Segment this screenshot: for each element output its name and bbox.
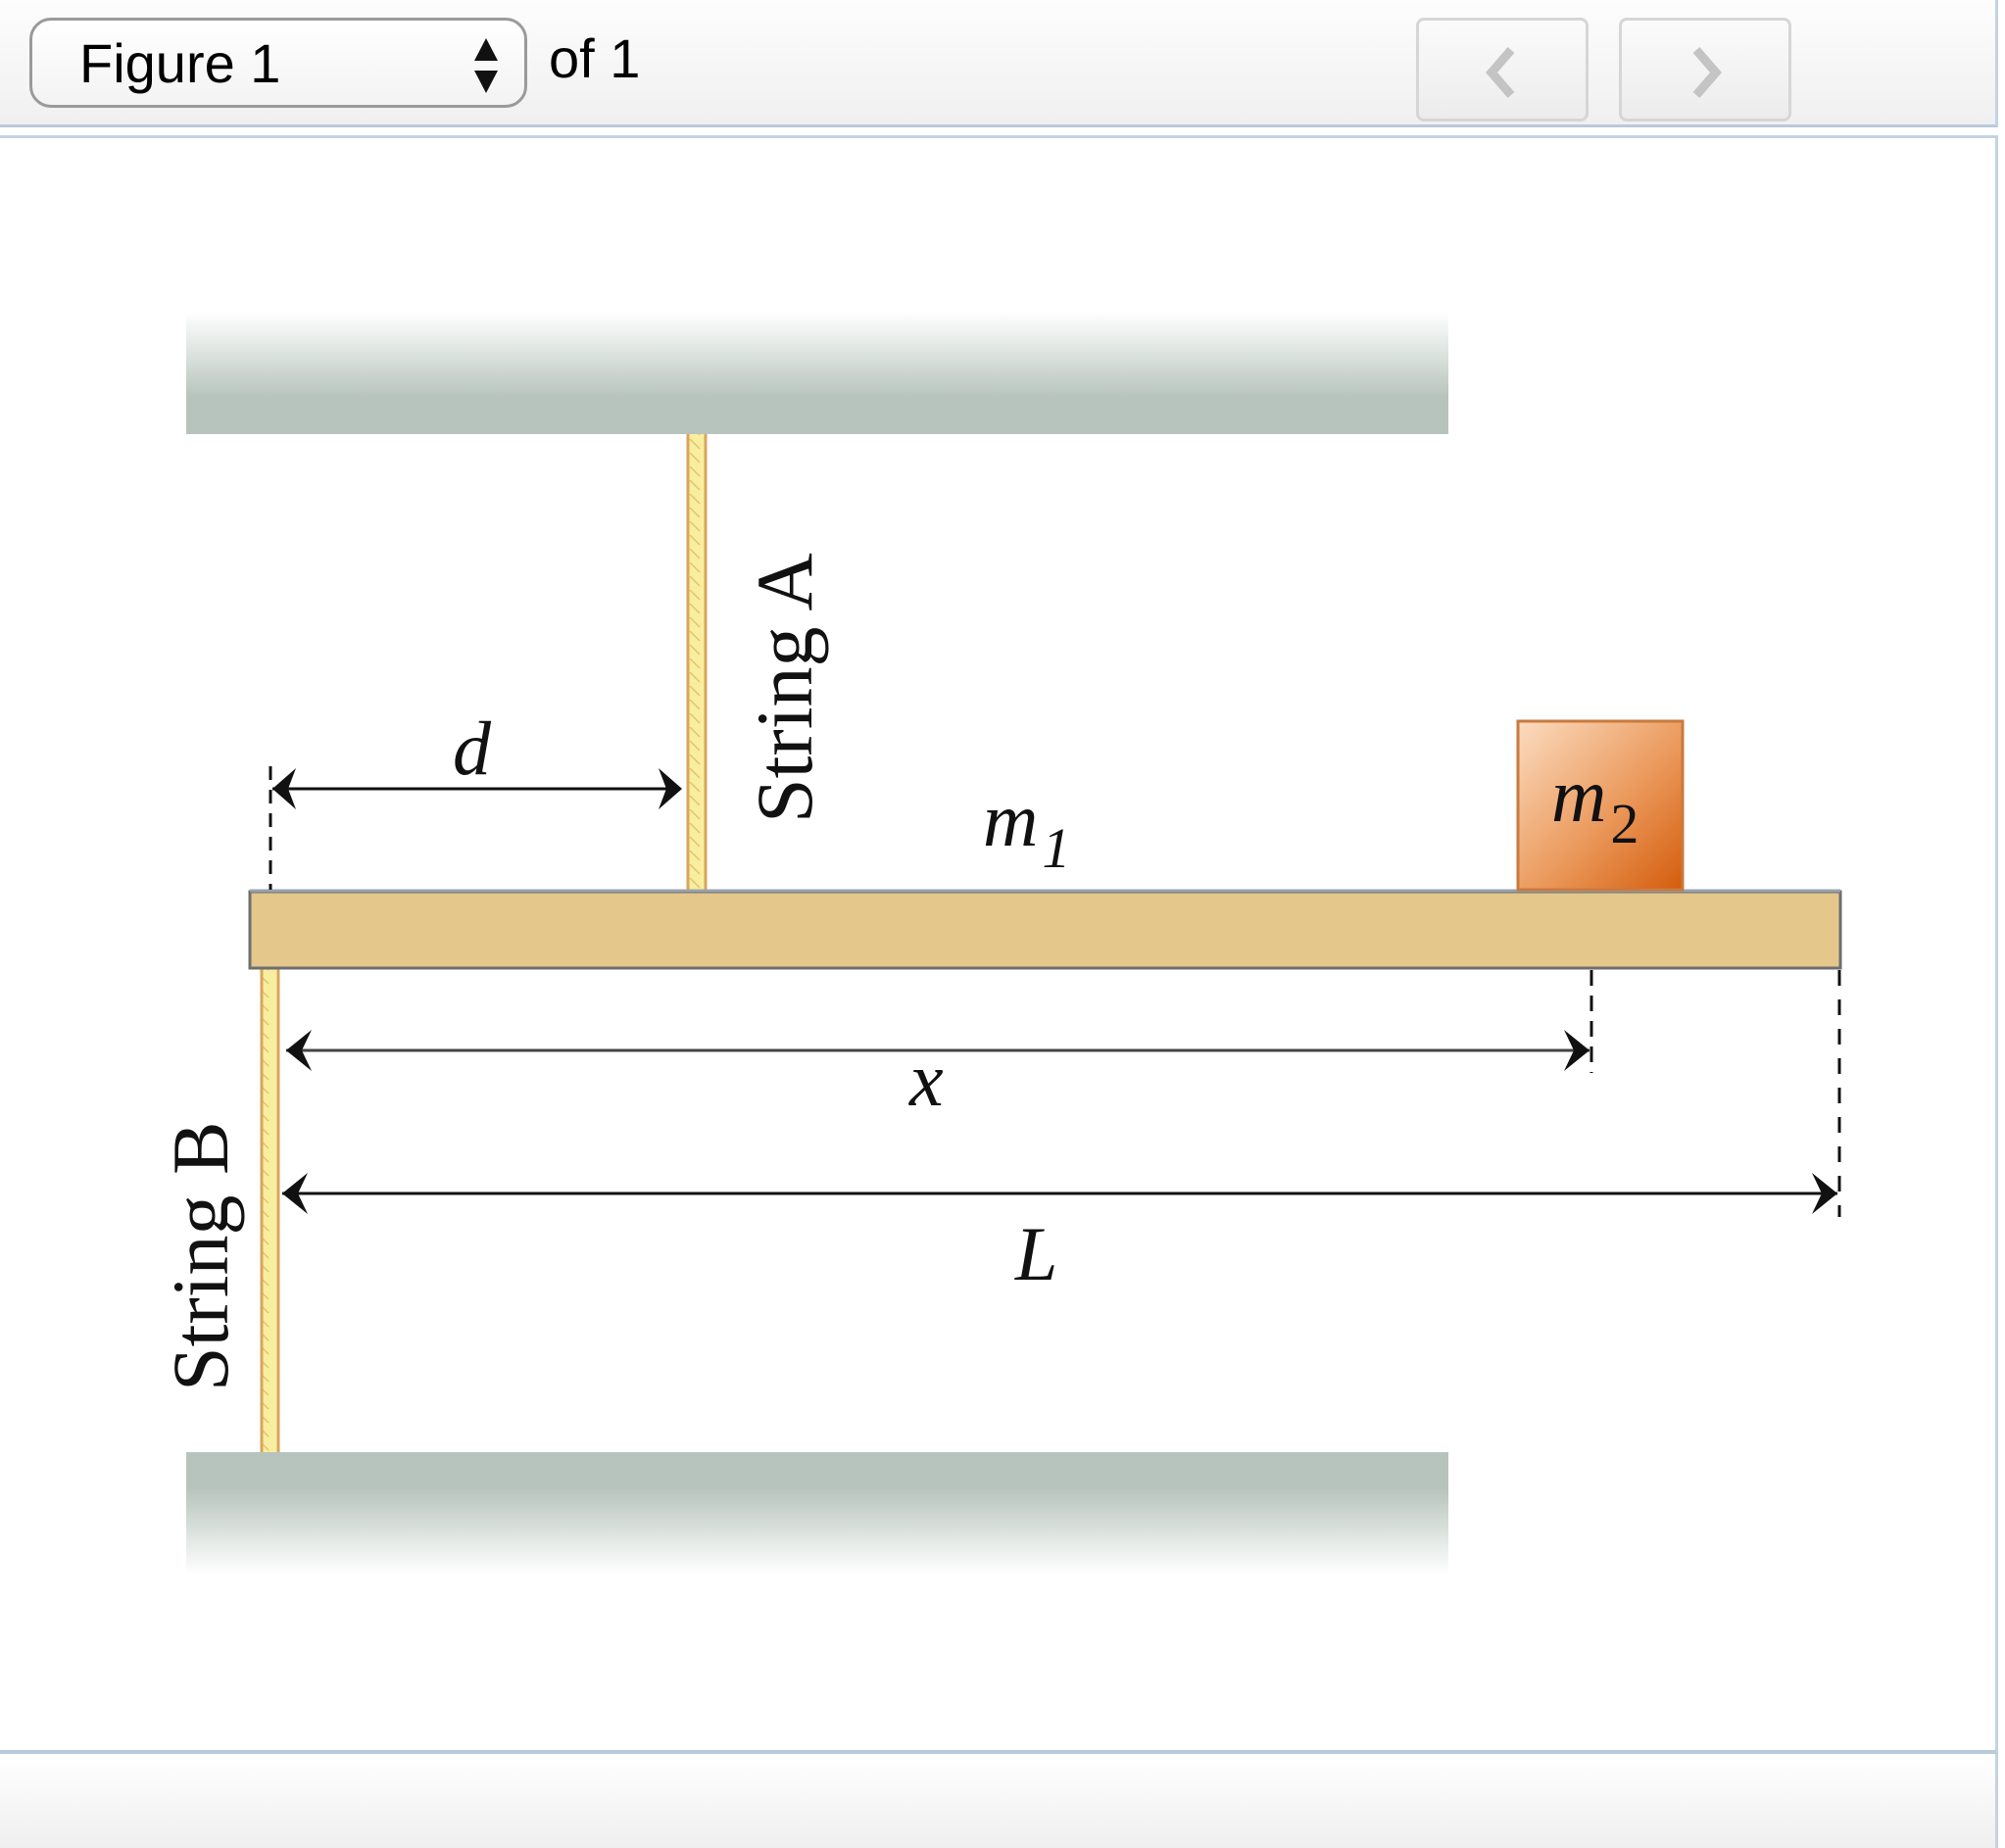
chevron-left-icon (1486, 47, 1515, 98)
dimension-x (286, 970, 1593, 1073)
label-string-a: String A (740, 553, 829, 823)
ceiling-support (186, 312, 1448, 434)
floor-support (186, 1452, 1448, 1575)
string-a (686, 434, 708, 893)
label-d: d (453, 705, 492, 791)
updown-arrows-icon (474, 38, 498, 93)
figure-count-label: of 1 (549, 27, 641, 89)
previous-figure-button[interactable] (1416, 18, 1589, 122)
label-m1: m1 (983, 777, 1070, 880)
dimension-d (269, 766, 682, 890)
figure-footer (0, 1754, 1998, 1848)
label-L: L (1014, 1211, 1057, 1296)
figure-select-value: Figure 1 (79, 32, 281, 94)
figure-toolbar: Figure 1 of 1 (0, 0, 1998, 127)
beam-m1 (248, 890, 1842, 970)
chevron-right-icon (1692, 47, 1722, 98)
next-figure-button[interactable] (1619, 18, 1791, 122)
block-m2 (1516, 719, 1685, 892)
figure-select[interactable]: Figure 1 (29, 18, 527, 108)
label-x: x (908, 1037, 944, 1122)
label-m2: m2 (1551, 753, 1638, 855)
label-string-b: String B (156, 1121, 245, 1391)
dimension-L (282, 970, 1841, 1217)
string-b (260, 968, 280, 1452)
